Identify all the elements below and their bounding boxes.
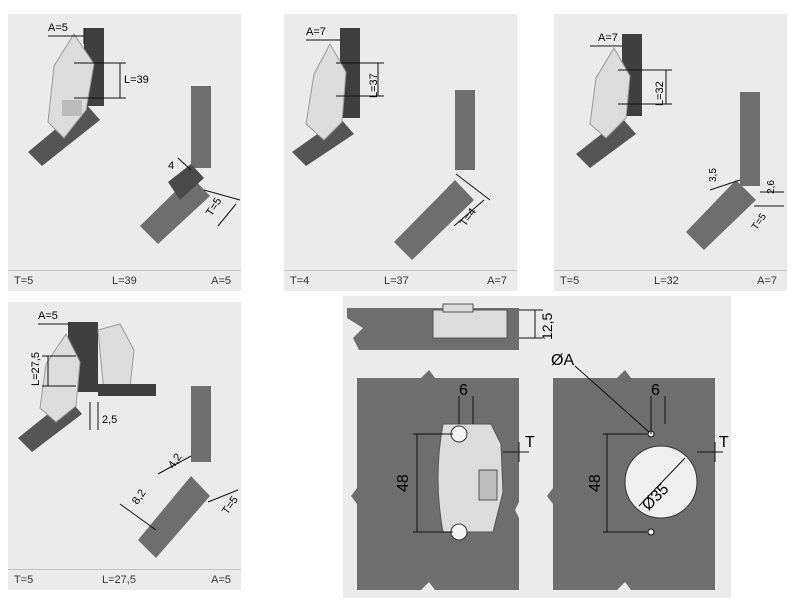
hinge-cup [62, 100, 82, 116]
footer-l: L=32 [654, 275, 679, 287]
dim-6-left-label: 6 [459, 382, 468, 399]
pilot-hole-bottom [647, 528, 655, 536]
cabinet-side-detail [191, 386, 211, 462]
door-detail [138, 476, 210, 558]
door-detail [686, 180, 756, 250]
dim-height-label: 12,5 [539, 312, 555, 340]
door-panel [576, 118, 636, 168]
panel-2-drawing [292, 28, 491, 260]
hinge-plate [437, 423, 504, 533]
door-detail [140, 176, 210, 244]
dim-48-right-label: 48 [587, 474, 604, 492]
footer-a: A=7 [487, 275, 507, 287]
diagram-panel-4: A=5 L=27,5 2,5 4,2 8,2 T=5 T=5 L=27,5 A=… [8, 302, 241, 590]
dim-phia-label: ØA [551, 352, 575, 369]
footer-t: T=4 [290, 275, 310, 287]
hinge-body [47, 33, 95, 139]
dim-l-label: L=39 [124, 74, 149, 86]
dim-a-label: A=5 [38, 310, 58, 322]
footer-a: A=5 [211, 275, 231, 287]
hinge-side-view [432, 309, 508, 339]
hinge-arm [97, 323, 135, 393]
panel-3-drawing [576, 34, 784, 250]
footer-t: T=5 [560, 275, 580, 287]
footer-a: A=5 [211, 574, 231, 586]
dim-t-right-label: T [719, 434, 729, 451]
cabinet-side-detail [740, 92, 760, 186]
dim-l-label: L=37 [368, 73, 380, 98]
dim-offset-label: 2,5 [102, 414, 118, 426]
dim-48-left-label: 48 [395, 474, 412, 492]
screw-top [450, 425, 468, 443]
dim-l-label: L=27,5 [30, 352, 42, 386]
cabinet-side-detail [191, 86, 211, 168]
footer-l: L=39 [112, 275, 137, 287]
diagram-panel-3: A=7 L=32 3,5 2,6 T=5 T=5 L=32 A=7 [554, 14, 787, 291]
footer-t: T=5 [14, 275, 34, 287]
door-panel [292, 118, 354, 166]
panel-5-drawing [347, 303, 723, 590]
panel-1-drawing [28, 28, 241, 244]
panel-3-footer: T=5 L=32 A=7 [554, 270, 787, 291]
dim-gap-label: 2,6 [766, 180, 777, 194]
diagram-panel-1: A=5 L=39 4 T=5 T=5 L=39 A=5 [8, 14, 241, 291]
footer-l: L=37 [384, 275, 409, 287]
dim-a-label: A=7 [306, 26, 326, 38]
dim-a-label: A=7 [598, 32, 618, 44]
panel-1-footer: T=5 L=39 A=5 [8, 270, 241, 291]
dim-t-left-label: T [525, 434, 535, 451]
dim-offset-label: 3,5 [708, 168, 719, 182]
dim-l-label: L=32 [654, 81, 666, 106]
dim-6-right-label: 6 [651, 382, 660, 399]
hinge-body [305, 42, 347, 141]
screw-bottom [450, 523, 468, 541]
panel-4-footer: T=5 L=27,5 A=5 [8, 569, 241, 590]
footer-l: L=27,5 [102, 574, 136, 586]
door-detail [394, 180, 474, 260]
cabinet-side-detail [455, 90, 475, 170]
diagram-panel-5: 12,5 ØA 6 6 T T 48 48 Ø35 [343, 296, 731, 598]
dim-a-label: A=5 [48, 22, 68, 34]
footer-t: T=5 [14, 574, 34, 586]
panel-4-drawing [18, 322, 239, 558]
diagram-panel-2: A=7 L=37 T=4 T=4 L=37 A=7 [284, 14, 517, 291]
dim-gap-label: 4 [168, 160, 175, 172]
footer-a: A=7 [757, 275, 777, 287]
panel-2-footer: T=4 L=37 A=7 [284, 270, 517, 291]
